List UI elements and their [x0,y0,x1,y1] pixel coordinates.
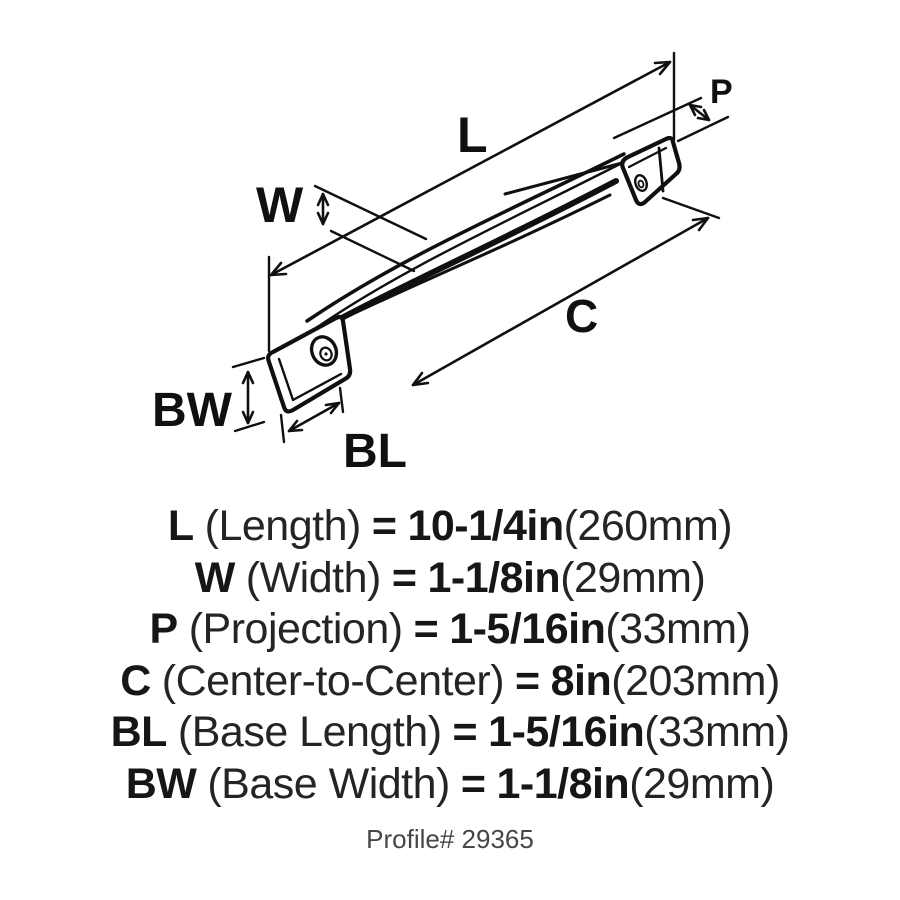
dim-BL-line [287,401,341,433]
dim-BL-arrow-start [287,419,304,433]
spec-label: C [120,656,151,705]
spec-name: (Base Length) [177,708,442,756]
spec-line-projection: P(Projection)=1-5/16in(33mm) [0,604,900,656]
spec-name: (Length) [204,502,362,550]
label-BW: BW [152,384,233,437]
spec-equals: = [391,553,417,602]
dim-L-line [269,60,672,277]
screw-right-inner [637,179,645,189]
ext-bw-top [231,356,266,369]
label-C: C [565,290,598,342]
ext-w-lower [329,229,416,273]
spec-name: (Projection) [188,605,403,653]
label-BL: BL [343,425,407,478]
spec-mm: (203mm) [611,656,780,705]
spec-inches: 1-5/16in [449,605,606,653]
profile-number: Profile# 29365 [366,824,534,854]
ext-p-upper [612,96,703,140]
spec-equals: = [515,656,540,705]
dimension-spec-list: L(Length)=10-1/4in(260mm) W(Width)=1-1/8… [0,501,900,810]
extension-lines [231,51,730,444]
foot-right-inner-edge [627,146,668,169]
spec-equals: = [413,605,439,653]
spec-line-width: W(Width)=1-1/8in(29mm) [0,553,900,605]
spec-name: (Width) [245,553,382,602]
dim-BW-arrow-down [241,410,255,425]
spec-mm: (29mm) [629,759,775,808]
spec-line-length: L(Length)=10-1/4in(260mm) [0,501,900,553]
dim-P-line [688,103,711,122]
dim-P-arrow-up [688,103,703,117]
label-W: W [256,177,304,233]
ext-p-lower [676,115,730,143]
ext-w-upper [313,184,428,241]
label-P: P [710,73,733,111]
spec-equals: = [371,502,397,550]
dim-P-arrow-down [696,108,711,122]
spec-equals: = [460,759,486,808]
foot-right-divider [657,146,665,193]
handle-foot-right [620,135,682,207]
ext-bl-right [338,386,345,414]
bar-top-front-edge [314,162,622,330]
ext-bl-left [279,413,286,444]
screw-left-center [324,352,328,356]
bar-back-top-edge [503,161,624,196]
dim-BW-arrow-up [241,370,255,385]
spec-label: BL [110,708,168,756]
spec-label: BW [125,759,197,808]
dim-C-arrow-start [411,371,430,387]
bar-bottom-edge [332,193,612,325]
dim-L-arrow-end [653,60,672,76]
dim-L-arrow-start [269,261,288,277]
spec-label: L [167,502,194,550]
dim-W-arrow-down [316,211,330,226]
spec-mm: (260mm) [563,502,733,550]
spec-line-base-length: BL(Base Length)=1-5/16in(33mm) [0,707,900,759]
spec-line-base-width: BW(Base Width)=1-1/8in(29mm) [0,759,900,811]
spec-name: (Center-to-Center) [161,656,505,705]
spec-inches: 1-1/8in [427,553,561,602]
dim-C-arrow-end [691,216,710,232]
screw-left-inner [319,346,333,362]
dim-W-arrow-up [316,192,330,207]
spec-name: (Base Width) [207,759,450,808]
ext-c-right [661,196,721,220]
spec-mm: (29mm) [560,553,706,602]
spec-equals: = [452,708,478,756]
foot-left-inner-edge [277,357,343,402]
bar-top-edge [305,152,626,323]
spec-inches: 1-1/8in [496,759,630,808]
spec-inches: 1-5/16in [488,708,645,756]
spec-mm: (33mm) [644,708,790,756]
dim-BL-arrow-end [324,401,341,415]
spec-mm: (33mm) [605,605,751,653]
dimension-lines [241,60,711,433]
spec-inches: 10-1/4in [407,502,564,550]
spec-inches: 8in [550,656,612,705]
dimension-labels: L W P C BL BW [152,73,733,478]
label-L: L [457,107,488,163]
handle-foot-left [266,314,353,414]
foot-right-outline [620,135,682,207]
ext-bw-bottom [233,420,266,433]
spec-label: P [149,605,179,653]
dim-C-line [411,216,710,387]
spec-line-center-to-center: C(Center-to-Center)=8in(203mm) [0,656,900,708]
handle-diagram: L W P C BL BW [152,51,733,478]
spec-label: W [194,553,236,602]
